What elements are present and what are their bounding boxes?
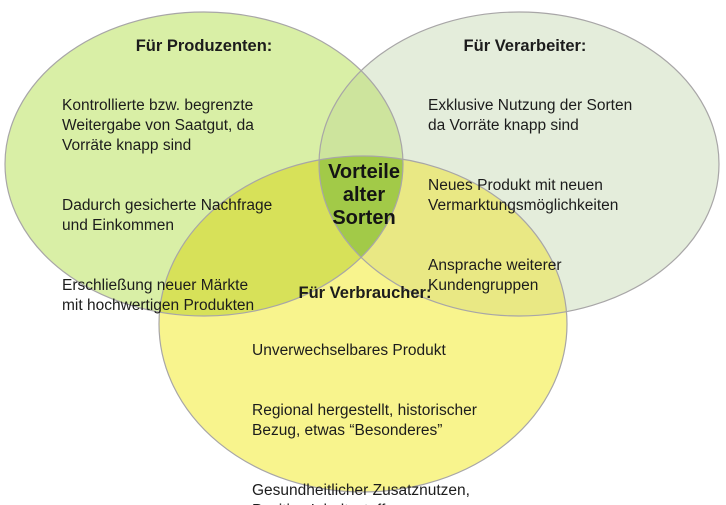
processors-item-3: Ansprache weiterer Kundengruppen [428, 257, 562, 294]
consumers-item-3: Gesundheitlicher Zusatznutzen, Positive … [252, 482, 470, 505]
processors-outline [318, 11, 720, 317]
processors-item-1: Exklusive Nutzung der Sorten da Vorräte … [428, 97, 633, 134]
producers-item-1: Kontrollierte bzw. begrenzte Weitergabe … [62, 97, 254, 154]
producers-outline [4, 11, 404, 317]
consumers-outline [158, 155, 568, 493]
processors-item-2: Neues Produkt mit neuen Vermarktungsmögl… [428, 177, 619, 214]
producers-item-3: Erschließung neuer Märkte mit hochwertig… [62, 277, 255, 314]
center-label: Vorteile alter Sorten [328, 161, 400, 229]
consumers-item-1: Unverwechselbares Produkt [252, 342, 446, 359]
processors-title: Für Verarbeiter: [463, 37, 587, 55]
processors-items: Exklusive Nutzung der Sorten da Vorräte … [428, 76, 698, 336]
consumers-title: Für Verbraucher: [298, 284, 432, 302]
producers-item-2: Dadurch gesicherte Nachfrage und Einkomm… [62, 197, 273, 234]
producers-items: Kontrollierte bzw. begrenzte Weitergabe … [62, 76, 312, 356]
consumers-items: Unverwechselbares Produkt Regional herge… [252, 321, 552, 505]
consumers-item-2: Regional hergestellt, historischer Bezug… [252, 402, 477, 439]
producers-title: Für Produzenten: [135, 37, 273, 55]
